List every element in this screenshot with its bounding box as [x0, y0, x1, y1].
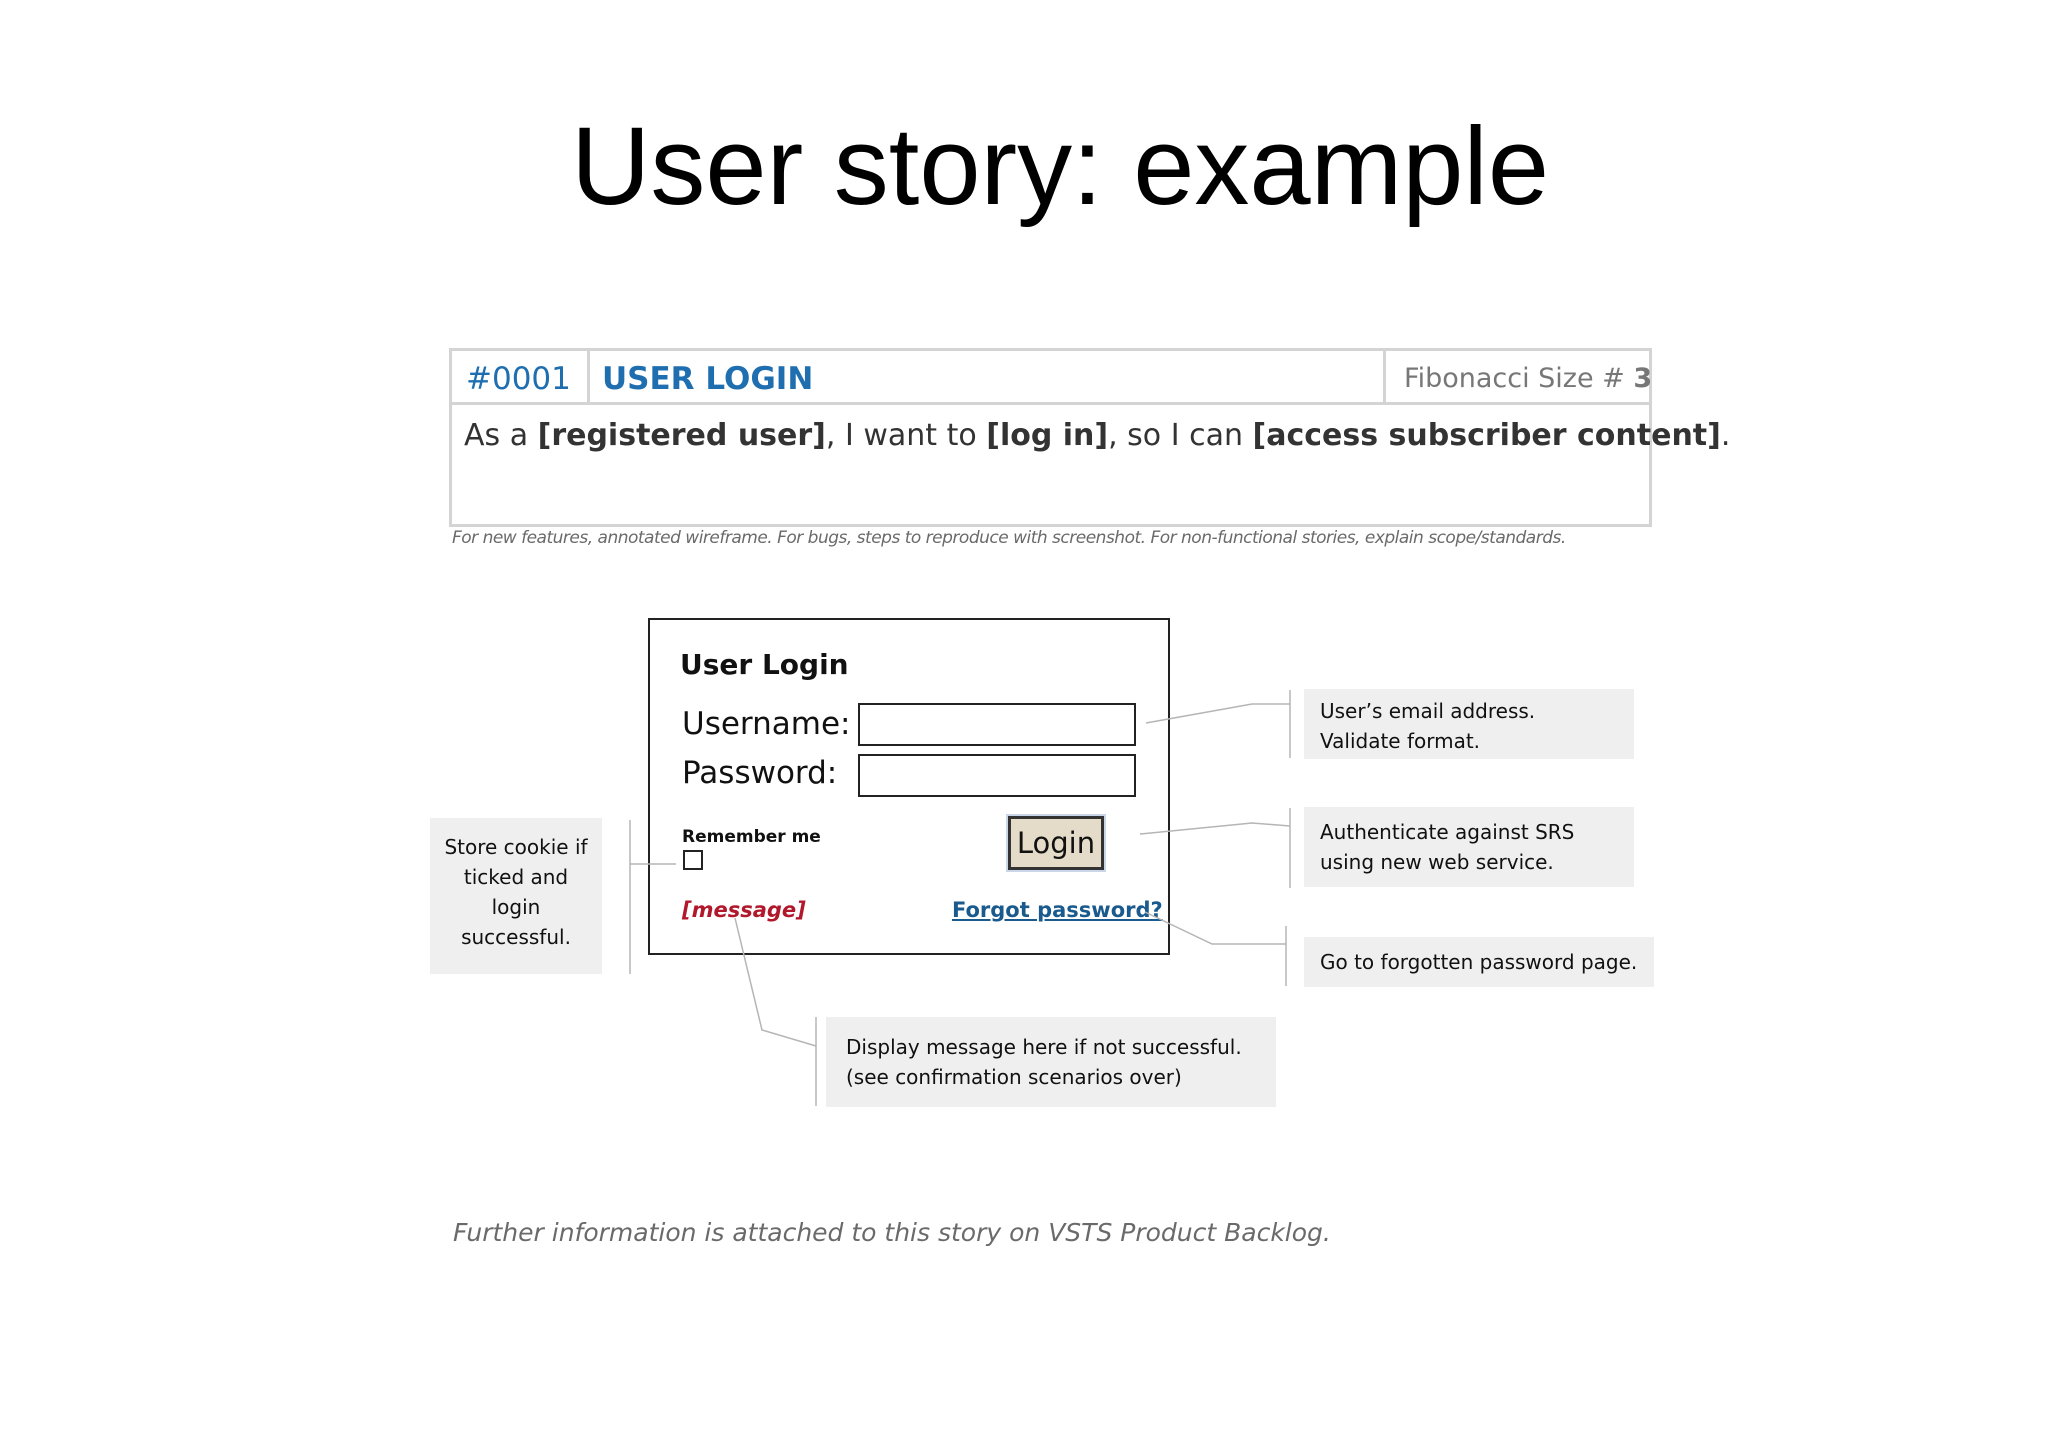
annotation-line: Display message here if not successful. [846, 1035, 1242, 1059]
story-size-label: Fibonacci Size # [1404, 363, 1625, 394]
remember-me-label: Remember me [682, 827, 821, 847]
sentence-role: [registered user] [537, 418, 826, 453]
forgot-password-link[interactable]: Forgot password? [952, 898, 1163, 922]
story-sentence: As a [registered user], I want to [log i… [464, 418, 1730, 453]
story-name: USER LOGIN [602, 361, 814, 397]
password-label: Password: [682, 755, 838, 791]
message-placeholder: [message] [682, 898, 806, 922]
annotation-line: login [491, 895, 541, 919]
annotation-line: User’s email address. [1320, 699, 1536, 723]
annotation-message: Display message here if not successful. … [826, 1017, 1276, 1107]
sentence-part: As a [464, 418, 538, 453]
story-size-cell: Fibonacci Size # 3 [1383, 348, 1652, 405]
footer-note: Further information is attached to this … [453, 1218, 1331, 1247]
story-body-cell: As a [registered user], I want to [log i… [449, 402, 1730, 527]
annotation-line: Validate format. [1320, 729, 1481, 753]
annotation-line: successful. [461, 925, 571, 949]
story-instructions: For new features, annotated wireframe. F… [452, 528, 1566, 548]
sentence-benefit: [access subscriber content] [1252, 418, 1721, 453]
wireframe-title: User Login [680, 648, 849, 681]
sentence-action: [log in] [986, 418, 1109, 453]
annotation-line: Store cookie if [444, 835, 588, 859]
annotation-line: Authenticate against SRS [1320, 820, 1575, 844]
slide-title: User story: example [570, 105, 1550, 228]
annotation-line: using new web service. [1320, 850, 1554, 874]
password-input[interactable] [858, 754, 1136, 797]
story-size-value: 3 [1633, 363, 1653, 394]
story-id-cell: #0001 [449, 348, 590, 405]
story-size: Fibonacci Size # 3 [1404, 363, 1652, 394]
sentence-part: . [1720, 418, 1731, 453]
sentence-part: , I want to [825, 418, 987, 453]
annotation-line: ticked and [463, 865, 569, 889]
annotation-line: (see confirmation scenarios over) [846, 1065, 1182, 1089]
login-button[interactable]: Login [1008, 816, 1104, 870]
story-card: #0001 USER LOGIN Fibonacci Size # 3 As a… [449, 348, 1730, 527]
annotation-email: User’s email address. Validate format. [1304, 689, 1634, 759]
story-id: #0001 [466, 361, 571, 397]
annotation-forgot: Go to forgotten password page. [1304, 937, 1654, 987]
story-name-cell: USER LOGIN [587, 348, 1386, 405]
annotation-cookie: Store cookie if ticked and login success… [430, 818, 602, 974]
username-label: Username: [682, 706, 851, 742]
annotation-auth: Authenticate against SRS using new web s… [1304, 807, 1634, 887]
annotation-line: Go to forgotten password page. [1320, 950, 1638, 974]
sentence-part: , so I can [1108, 418, 1253, 453]
remember-me-checkbox[interactable] [683, 850, 703, 870]
username-input[interactable] [858, 703, 1136, 746]
login-wireframe: User Login Username: Password: Remember … [648, 618, 1170, 955]
